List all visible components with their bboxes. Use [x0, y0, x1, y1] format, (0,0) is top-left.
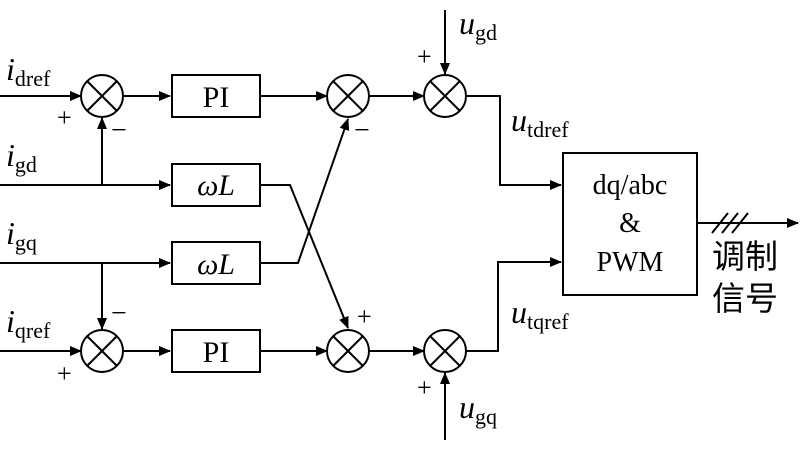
output-bus-tick-2: [721, 212, 739, 234]
signal-lines: [0, 10, 799, 440]
label-u-gd: ugd: [459, 5, 497, 45]
pi-block-bottom: PI: [171, 329, 261, 373]
sign-sum4-plus: +: [57, 359, 72, 388]
signal-labels: idref igd igq iqref ugd ugq utdref utqre…: [6, 5, 569, 429]
omega-l-block-bottom: ωL: [171, 241, 261, 285]
sign-sum3-plus: +: [417, 42, 432, 71]
omega-l-bottom-l: L: [217, 248, 235, 281]
sum-junction-1: [80, 74, 124, 118]
omega-l-bottom-omega: ω: [197, 248, 218, 281]
pi-block-top: PI: [171, 74, 261, 118]
sum-junction-2: [326, 74, 370, 118]
line-sum3-to-converter: [466, 95, 562, 190]
converter-line-2: &: [619, 208, 641, 239]
sign-sum6-plus: +: [417, 373, 432, 402]
line-wl1-to-sum5: [260, 184, 349, 329]
svg-text:ωL: ωL: [197, 248, 235, 281]
omega-l-block-top: ωL: [171, 163, 261, 207]
output-bus-tick-1: [711, 212, 729, 234]
output-label: 调制 信号: [712, 240, 778, 318]
line-sum6-to-converter: [466, 257, 562, 352]
label-i-qref: iqref: [6, 303, 51, 343]
line-wl2-to-sum2: [260, 118, 350, 264]
label-u-tdref: utdref: [511, 102, 569, 142]
sign-sum2-minus: −: [354, 115, 370, 146]
sign-labels: + − − + − + + +: [57, 42, 432, 402]
svg-text:ωL: ωL: [197, 169, 235, 202]
sum-junction-6: [423, 329, 467, 373]
converter-line-1: dq/abc: [593, 170, 668, 201]
pi-block-top-label: PI: [203, 81, 230, 114]
output-bus-tick-3: [731, 212, 749, 234]
omega-l-top-l: L: [217, 169, 235, 202]
label-i-gq: igq: [6, 215, 37, 255]
sign-sum1-minus: −: [111, 115, 127, 146]
sum-junction-4: [80, 329, 124, 373]
sum-junction-5: [326, 329, 370, 373]
omega-l-top-omega: ω: [197, 169, 218, 202]
summing-junctions: [80, 74, 467, 373]
output-label-line-1: 调制: [712, 240, 778, 276]
sign-sum1-plus: +: [57, 103, 72, 132]
sign-sum4-minus: −: [111, 298, 127, 329]
label-u-gq: ugq: [459, 389, 497, 429]
converter-line-3: PWM: [597, 247, 664, 278]
sign-sum5-plus: +: [357, 302, 372, 331]
label-i-dref: idref: [6, 51, 51, 91]
pi-block-bottom-label: PI: [203, 336, 230, 369]
label-i-gd: igd: [6, 137, 37, 177]
converter-block: dq/abc & PWM: [562, 152, 698, 296]
label-u-tqref: utqref: [511, 294, 569, 334]
output-label-line-2: 信号: [712, 281, 778, 318]
sum-junction-3: [423, 74, 467, 118]
